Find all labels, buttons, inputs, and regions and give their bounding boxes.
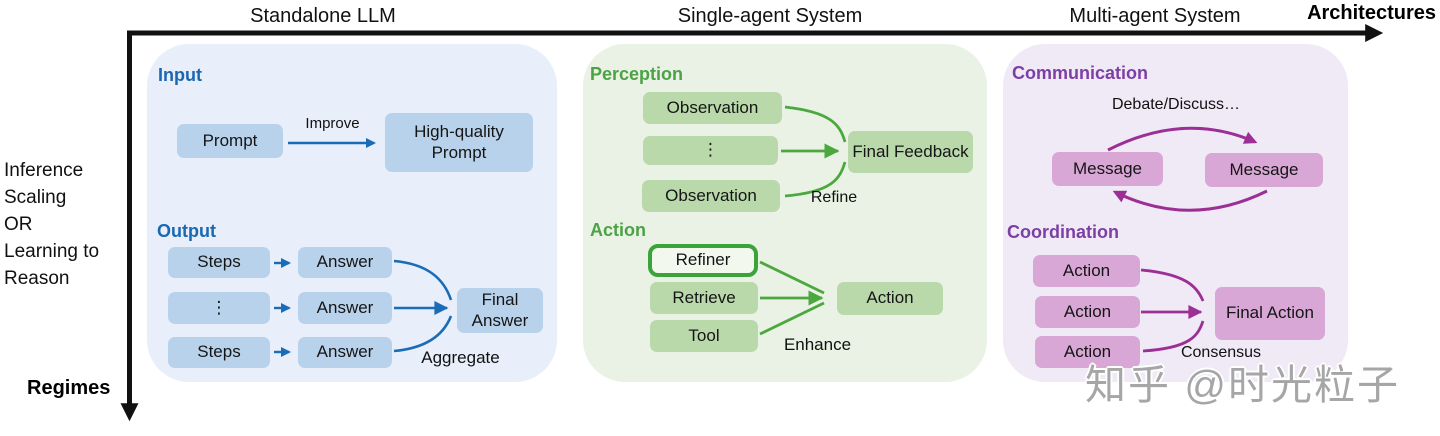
node-message-left: Message bbox=[1052, 152, 1163, 186]
node-observation-ellipsis: ⋮ bbox=[643, 136, 778, 165]
column-title-standalone-llm: Standalone LLM bbox=[250, 5, 396, 27]
node-observation-2: Observation bbox=[642, 180, 780, 212]
section-label-coordination: Coordination bbox=[1007, 222, 1119, 242]
node-steps-2: Steps bbox=[168, 337, 270, 368]
node-action-result: Action bbox=[837, 282, 943, 315]
node-answer-1: Answer bbox=[298, 247, 392, 278]
column-title-multi-agent: Multi-agent System bbox=[1069, 5, 1241, 27]
node-final-feedback: Final Feedback bbox=[848, 131, 973, 173]
y-axis-label: Regimes bbox=[27, 377, 111, 399]
zhihu-watermark: 知乎 @时光粒子 bbox=[1085, 362, 1401, 408]
section-label-communication: Communication bbox=[1012, 63, 1149, 83]
node-action-2: Action bbox=[1035, 296, 1140, 328]
node-prompt: Prompt bbox=[177, 124, 283, 158]
node-final-action: Final Action bbox=[1215, 287, 1325, 340]
section-label-action: Action bbox=[590, 220, 646, 240]
node-refiner: Refiner bbox=[648, 244, 758, 277]
edge-label-enhance: Enhance bbox=[783, 335, 852, 354]
node-tool: Tool bbox=[650, 320, 758, 352]
section-label-input: Input bbox=[158, 65, 202, 85]
edge-label-debate-discuss: Debate/Discuss… bbox=[1111, 96, 1241, 113]
edge-label-improve: Improve bbox=[305, 115, 360, 132]
edge-label-aggregate: Aggregate bbox=[421, 348, 500, 367]
section-label-perception: Perception bbox=[590, 64, 684, 84]
node-answer-2: Answer bbox=[298, 292, 392, 324]
x-axis-label: Architectures bbox=[1307, 2, 1436, 24]
node-answer-3: Answer bbox=[298, 337, 392, 368]
node-action-1: Action bbox=[1033, 255, 1140, 287]
node-action-3: Action bbox=[1035, 336, 1140, 368]
y-axis-description: Inference Scaling OR Learning to Reason bbox=[4, 160, 100, 289]
node-observation-1: Observation bbox=[643, 92, 782, 124]
edge-label-refine: Refine bbox=[810, 189, 858, 206]
node-steps-ellipsis: ⋮ bbox=[168, 292, 270, 324]
node-retrieve: Retrieve bbox=[650, 282, 758, 314]
edge-label-consensus: Consensus bbox=[1180, 344, 1262, 361]
section-label-output: Output bbox=[157, 221, 216, 241]
column-title-single-agent: Single-agent System bbox=[677, 5, 863, 27]
node-final-answer: Final Answer bbox=[457, 288, 543, 333]
node-steps-1: Steps bbox=[168, 247, 270, 278]
node-high-quality-prompt: High-quality Prompt bbox=[385, 113, 533, 172]
node-message-right: Message bbox=[1205, 153, 1323, 187]
